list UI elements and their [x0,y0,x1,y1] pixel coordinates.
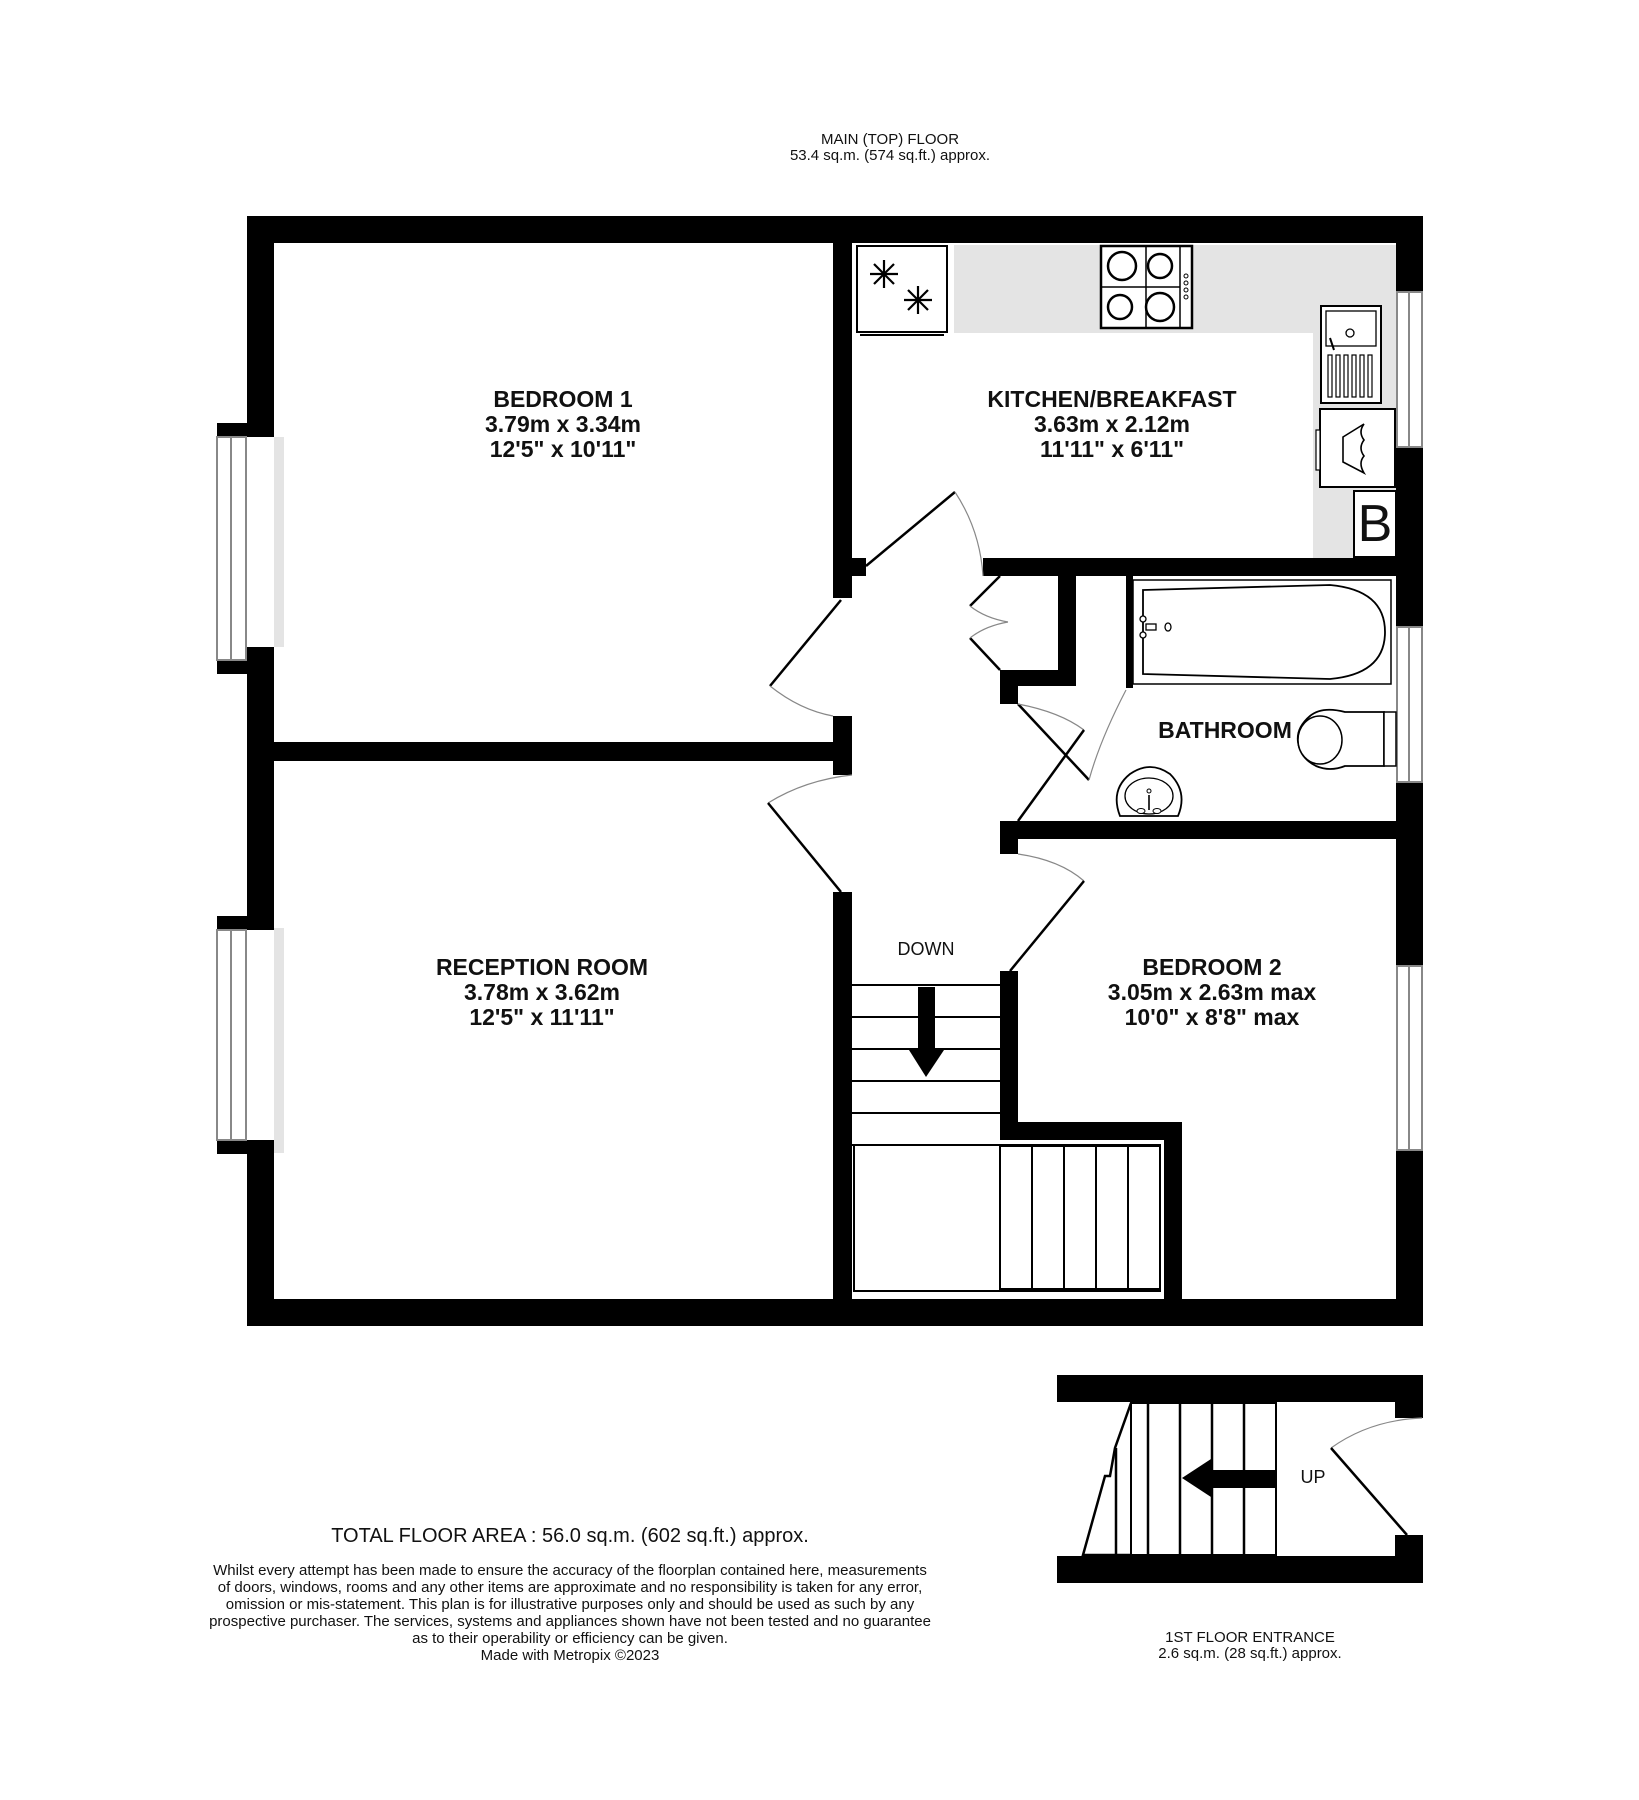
room-label-bedroom-1: BEDROOM 1 3.79m x 3.34m 12'5" x 10'11" [485,387,641,462]
total-floor-area: TOTAL FLOOR AREA : 56.0 sq.m. (602 sq.ft… [331,1525,809,1547]
window-reveals [274,437,284,1153]
entrance-floor-heading: 1ST FLOOR ENTRANCE 2.6 sq.m. (28 sq.ft.)… [1100,1630,1400,1662]
outer-walls [247,216,1423,1326]
main-staircase [852,984,1161,1292]
fridge-freezer-icon [856,245,948,336]
bedroom-2-imperial: 10'0" x 8'8" max [1124,1004,1300,1030]
disclaimer-line: omission or mis-statement. This plan is … [225,1596,915,1613]
metropix-credit: Made with Metropix ©2023 [480,1647,660,1664]
room-label-bathroom: BATHROOM [1158,718,1292,743]
down-arrow-icon [909,987,944,1077]
disclaimer-line: prospective purchaser. The services, sys… [209,1613,931,1630]
kitchen-metric: 3.63m x 2.12m [1033,411,1191,437]
room-label-kitchen: KITCHEN/BREAKFAST 3.63m x 2.12m 11'11" x… [987,387,1236,462]
doors [767,491,1127,972]
kitchen-name: KITCHEN/BREAKFAST [987,386,1237,412]
window-reception [216,916,274,1154]
bedroom-2-metric: 3.05m x 2.63m max [1107,979,1317,1005]
bathroom-name: BATHROOM [1158,717,1292,743]
sink-icon [1320,305,1382,404]
kitchen-imperial: 11'11" x 6'11" [1039,436,1185,462]
reception-name: RECEPTION ROOM [435,954,649,980]
left-arrow-icon [1182,1459,1276,1497]
washing-machine-icon [1315,408,1396,488]
entrance-floor-title: 1ST FLOOR ENTRANCE [1165,1629,1335,1646]
entrance-door [1330,1417,1423,1536]
bath-icon [1132,579,1392,685]
disclaimer-line: Whilst every attempt has been made to en… [213,1562,927,1579]
stairs-down-label: DOWN [897,939,955,959]
toilet-icon [1296,708,1397,770]
window-bedroom1 [216,423,274,674]
stairs-up-label: UP [1300,1467,1326,1487]
boiler-label: B [1357,495,1393,553]
bedroom-1-imperial: 12'5" x 10'11" [489,436,637,462]
reception-imperial: 12'5" x 11'11" [469,1004,615,1030]
disclaimer-line: as to their operability or efficiency ca… [412,1630,728,1647]
entrance-walls [1057,1375,1423,1583]
disclaimer-line: of doors, windows, rooms and any other i… [217,1579,923,1596]
room-label-bedroom-2: BEDROOM 2 3.05m x 2.63m max 10'0" x 8'8"… [1108,955,1316,1030]
disclaimer: Whilst every attempt has been made to en… [140,1562,1000,1664]
bedroom-1-name: BEDROOM 1 [493,386,633,412]
internal-walls [274,243,1396,1299]
boiler-icon [1353,490,1397,558]
right-windows [1396,291,1423,1151]
main-floor-title: MAIN (TOP) FLOOR [820,131,960,148]
reception-metric: 3.78m x 3.62m [463,979,620,1005]
main-floor-area: 53.4 sq.m. (574 sq.ft.) approx. [789,147,991,164]
basin-icon [1115,766,1183,817]
entrance-floor-area: 2.6 sq.m. (28 sq.ft.) approx. [1158,1645,1342,1662]
room-label-reception: RECEPTION ROOM 3.78m x 3.62m 12'5" x 11'… [436,955,648,1030]
bedroom-2-name: BEDROOM 2 [1142,954,1282,980]
main-floor-heading: MAIN (TOP) FLOOR 53.4 sq.m. (574 sq.ft.)… [740,132,1040,164]
hob-icon [1099,244,1194,330]
bedroom-1-metric: 3.79m x 3.34m [484,411,642,437]
